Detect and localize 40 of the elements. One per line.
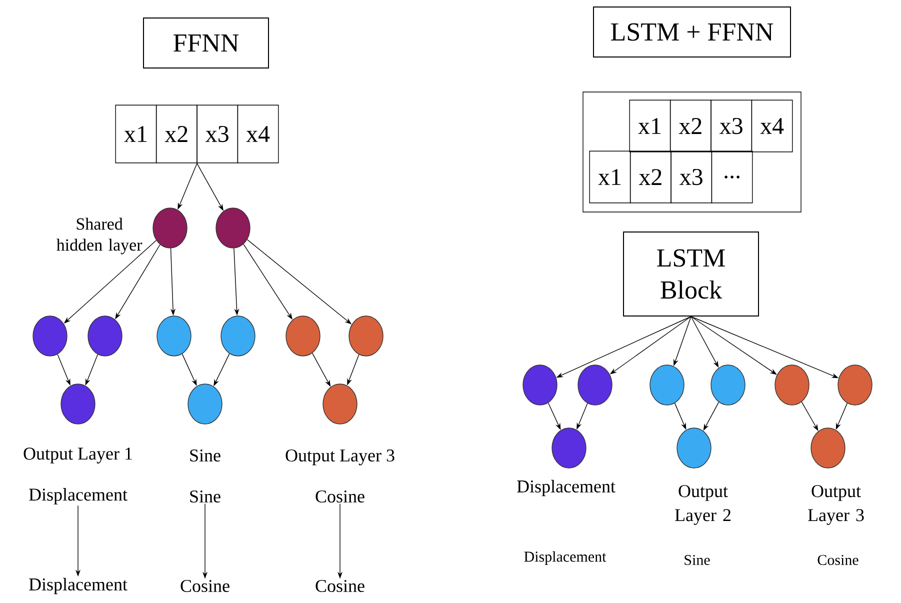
neuron: [156, 316, 192, 356]
title-box: LSTM + FFNN: [593, 6, 791, 58]
neuron: [152, 208, 188, 248]
input-panel: [582, 92, 802, 212]
neuron: [552, 428, 586, 468]
input-row: x1 x2 x3 x4: [628, 100, 794, 152]
neuron: [322, 384, 358, 424]
output-label: Output Layer 3: [808, 485, 864, 525]
neuron: [220, 316, 256, 356]
neuron: [88, 316, 122, 356]
neuron: [774, 364, 810, 406]
neuron: [348, 316, 384, 356]
output-label: Cosine: [180, 580, 230, 592]
output-label: Displacement: [517, 480, 616, 496]
output-label: Output Layer 2: [675, 485, 730, 525]
input-row: x1 x2 x3 x4: [114, 104, 280, 164]
neuron: [32, 316, 68, 356]
neuron: [810, 428, 846, 468]
lstm-block: LSTM Block: [623, 232, 759, 316]
neuron: [710, 364, 746, 406]
neuron: [60, 384, 96, 424]
neuron: [676, 428, 712, 468]
neuron: [286, 316, 320, 356]
neuron: [522, 364, 558, 406]
output-label: Output Layer 3 Cosine: [286, 449, 394, 503]
output-label: Displacement: [29, 578, 128, 594]
title-box: FFNN: [143, 18, 269, 68]
output-label: Output Layer 1 Displacement: [24, 448, 132, 504]
layer-caption: Shared hidden layer: [56, 218, 142, 254]
neuron: [650, 364, 684, 406]
neuron: [838, 364, 872, 406]
neuron: [216, 208, 250, 248]
output-label: Cosine: [818, 554, 858, 566]
neuron: [578, 364, 612, 406]
output-label: Displacement: [524, 551, 606, 565]
input-row: x1 x2 x3 ...: [588, 150, 754, 204]
output-label: Sine: [684, 554, 710, 566]
output-label: Sine Sine: [190, 449, 220, 503]
neuron: [188, 384, 222, 424]
output-label: Cosine: [316, 580, 364, 592]
